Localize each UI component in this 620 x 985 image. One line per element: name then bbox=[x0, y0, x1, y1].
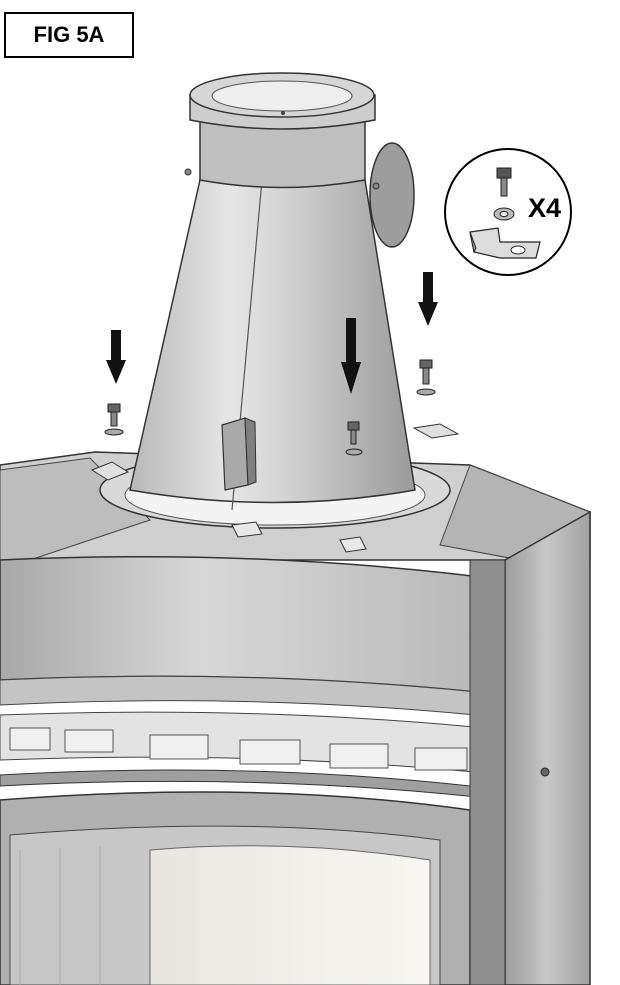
washer-icon bbox=[493, 207, 515, 221]
bolt-center bbox=[345, 421, 363, 456]
figure-label: FIG 5A bbox=[4, 12, 134, 58]
parts-inset bbox=[444, 148, 572, 276]
bolt-left bbox=[104, 403, 124, 436]
right-pillar bbox=[469, 510, 591, 985]
arrow-center bbox=[341, 318, 361, 394]
arrow-right bbox=[418, 272, 438, 326]
door-frame bbox=[0, 791, 471, 985]
arrow-left bbox=[106, 330, 126, 384]
bolt-icon bbox=[496, 167, 512, 197]
flue-cone bbox=[129, 72, 416, 511]
bolt-right bbox=[416, 359, 436, 396]
front-band bbox=[0, 555, 506, 801]
quantity-label: X4 bbox=[528, 193, 562, 223]
bracket-icon bbox=[469, 227, 541, 259]
